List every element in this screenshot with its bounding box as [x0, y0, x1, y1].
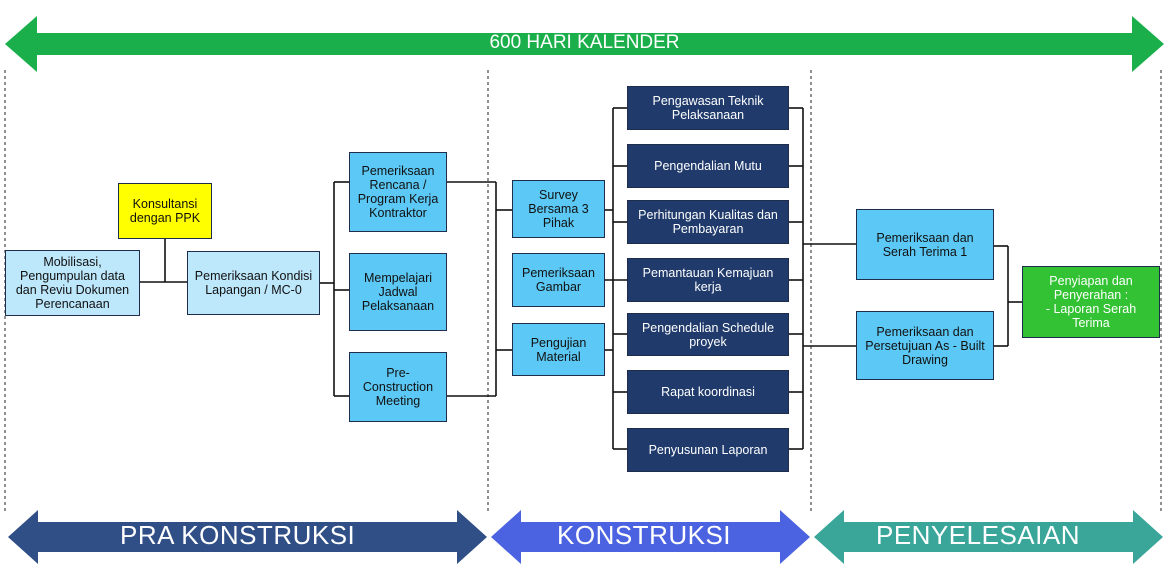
phase-arrow-pra-konstruksi — [8, 510, 487, 564]
box-penyusunan-laporan: Penyusunan Laporan — [627, 428, 789, 472]
box-pemeriksaan-rencana: Pemeriksaan Rencana / Program Kerja Kont… — [349, 152, 447, 232]
box-survey-bersama: Survey Bersama 3 Pihak — [512, 180, 605, 238]
box-pengawasan-teknik: Pengawasan Teknik Pelaksanaan — [627, 86, 789, 130]
box-pre-construction-meeting: Pre- Construction Meeting — [349, 352, 447, 422]
box-pengujian-material: Pengujian Material — [512, 323, 605, 376]
box-penyiapan-penyerahan: Penyiapan dan Penyerahan : - Laporan Ser… — [1022, 266, 1160, 338]
box-perhitungan-kualitas: Perhitungan Kualitas dan Pembayaran — [627, 200, 789, 244]
box-pengendalian-mutu: Pengendalian Mutu — [627, 144, 789, 188]
phase-arrow-konstruksi — [491, 510, 810, 564]
phase-separators — [4, 70, 1162, 512]
box-mobilisasi: Mobilisasi, Pengumpulan data dan Reviu D… — [5, 250, 140, 316]
box-konsultansi-ppk: Konsultansi dengan PPK — [118, 183, 212, 239]
box-rapat-koordinasi: Rapat koordinasi — [627, 370, 789, 414]
phase-label-konstruksi: KONSTRUKSI — [557, 520, 732, 550]
box-mempelajari-jadwal: Mempelajari Jadwal Pelaksanaan — [349, 253, 447, 331]
box-pemeriksaan-kondisi: Pemeriksaan Kondisi Lapangan / MC-0 — [187, 251, 320, 315]
box-serah-terima: Pemeriksaan dan Serah Terima 1 — [856, 209, 994, 280]
phase-label-pra-konstruksi: PRA KONSTRUKSI — [120, 520, 356, 550]
box-pemantauan-kemajuan: Pemantauan Kemajuan kerja — [627, 258, 789, 302]
timeline-arrow — [5, 16, 1164, 72]
box-pengendalian-schedule: Pengendalian Schedule proyek — [627, 313, 789, 356]
box-as-built-drawing: Pemeriksaan dan Persetujuan As - Built D… — [856, 311, 994, 380]
phase-arrow-penyelesaian — [814, 510, 1163, 564]
box-pemeriksaan-gambar: Pemeriksaan Gambar — [512, 253, 605, 307]
phase-label-penyelesaian: PENYELESAIAN — [876, 520, 1080, 550]
connectors — [140, 107, 1022, 450]
timeline-label: 600 HARI KALENDER — [489, 32, 680, 53]
